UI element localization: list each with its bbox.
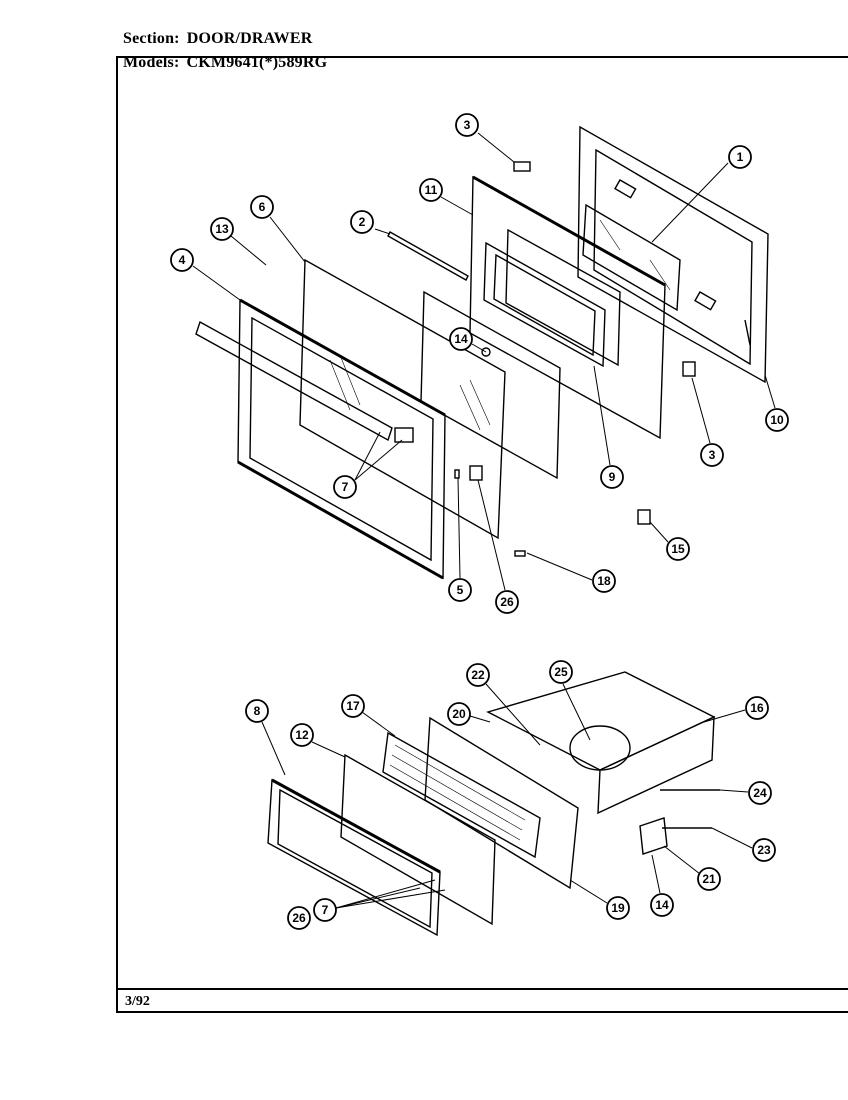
callout-9: 9 bbox=[593, 365, 624, 489]
callout-6: 6 bbox=[250, 195, 306, 263]
svg-text:6: 6 bbox=[259, 200, 266, 214]
revision-date: 3/92 bbox=[125, 994, 150, 1009]
svg-text:26: 26 bbox=[292, 911, 306, 925]
part-small-hardware bbox=[454, 161, 696, 557]
part-baffle-plate bbox=[420, 290, 561, 480]
callout-24: 24 bbox=[719, 781, 772, 805]
diagram-frame bbox=[116, 56, 848, 1013]
svg-text:14: 14 bbox=[655, 898, 669, 912]
callout-14-drawer: 14 bbox=[650, 854, 674, 917]
callout-3-bottom: 3 bbox=[691, 377, 724, 467]
svg-text:12: 12 bbox=[295, 728, 309, 742]
svg-text:13: 13 bbox=[215, 222, 229, 236]
svg-text:24: 24 bbox=[753, 786, 767, 800]
svg-text:15: 15 bbox=[671, 542, 685, 556]
part-drawer-front-panel bbox=[424, 716, 579, 890]
callout-3-top: 3 bbox=[455, 113, 515, 163]
callout-8: 8 bbox=[245, 699, 286, 776]
svg-text:9: 9 bbox=[609, 470, 616, 484]
part-door-panel bbox=[469, 175, 666, 440]
callout-20: 20 bbox=[447, 702, 491, 726]
svg-text:10: 10 bbox=[770, 413, 784, 427]
callout-21: 21 bbox=[663, 845, 721, 891]
svg-text:22: 22 bbox=[471, 668, 485, 682]
part-outer-door-frame bbox=[237, 298, 446, 580]
svg-text:16: 16 bbox=[750, 701, 764, 715]
footer-rule bbox=[116, 988, 848, 990]
callout-22: 22 bbox=[466, 663, 541, 746]
svg-text:4: 4 bbox=[179, 253, 186, 267]
callout-7-drawer: 7 bbox=[313, 879, 446, 922]
part-window-frame bbox=[483, 241, 606, 368]
svg-text:25: 25 bbox=[554, 665, 568, 679]
callout-17: 17 bbox=[341, 694, 396, 737]
svg-text:14: 14 bbox=[454, 332, 468, 346]
part-drawer-front bbox=[267, 778, 441, 937]
svg-text:18: 18 bbox=[597, 574, 611, 588]
section-heading: Section: DOOR/DRAWER bbox=[123, 30, 312, 48]
callout-11: 11 bbox=[419, 178, 474, 216]
svg-text:23: 23 bbox=[757, 843, 771, 857]
callout-23: 23 bbox=[711, 827, 776, 862]
callout-10: 10 bbox=[764, 374, 789, 432]
section-key: Section: bbox=[123, 30, 180, 47]
part-inner-glass bbox=[582, 203, 681, 312]
callout-25: 25 bbox=[549, 660, 591, 741]
callout-5: 5 bbox=[448, 477, 472, 602]
svg-text:3: 3 bbox=[464, 118, 471, 132]
part-outer-glass bbox=[299, 258, 506, 540]
callout-4: 4 bbox=[170, 248, 241, 301]
part-insulation bbox=[382, 731, 541, 859]
part-drawer-body bbox=[486, 671, 716, 815]
svg-text:1: 1 bbox=[737, 150, 744, 164]
svg-text:7: 7 bbox=[342, 480, 349, 494]
callout-16: 16 bbox=[703, 696, 769, 723]
svg-text:11: 11 bbox=[425, 183, 438, 197]
callout-15: 15 bbox=[649, 521, 690, 561]
svg-text:8: 8 bbox=[254, 704, 261, 718]
svg-text:3: 3 bbox=[709, 448, 716, 462]
svg-text:5: 5 bbox=[457, 583, 464, 597]
callout-12: 12 bbox=[290, 723, 346, 758]
svg-text:17: 17 bbox=[346, 699, 360, 713]
section-value: DOOR/DRAWER bbox=[186, 30, 313, 47]
models-value: CKM9641(*)589RG bbox=[186, 54, 328, 71]
callout-13: 13 bbox=[210, 217, 267, 266]
callout-19: 19 bbox=[569, 879, 630, 920]
callout-26-door: 26 bbox=[477, 479, 519, 614]
models-key: Models: bbox=[123, 54, 180, 71]
svg-text:21: 21 bbox=[702, 872, 716, 886]
callout-18: 18 bbox=[526, 552, 616, 593]
part-door-handle bbox=[195, 320, 414, 443]
callout-1: 1 bbox=[651, 145, 752, 243]
part-door-liner bbox=[577, 125, 769, 384]
models-heading: Models: CKM9641(*)589RG bbox=[123, 54, 327, 72]
svg-text:7: 7 bbox=[322, 903, 329, 917]
part-glass bbox=[387, 231, 469, 281]
part-drawer-rails bbox=[639, 789, 720, 855]
callout-2: 2 bbox=[350, 210, 391, 235]
callout-14-door: 14 bbox=[449, 327, 487, 353]
svg-text:19: 19 bbox=[611, 901, 625, 915]
part-drawer-liner bbox=[340, 753, 496, 926]
callout-26-drawer: 26 bbox=[287, 906, 311, 930]
callout-7-door: 7 bbox=[333, 431, 403, 499]
svg-text:26: 26 bbox=[500, 595, 514, 609]
svg-text:20: 20 bbox=[452, 707, 466, 721]
svg-text:2: 2 bbox=[359, 215, 366, 229]
